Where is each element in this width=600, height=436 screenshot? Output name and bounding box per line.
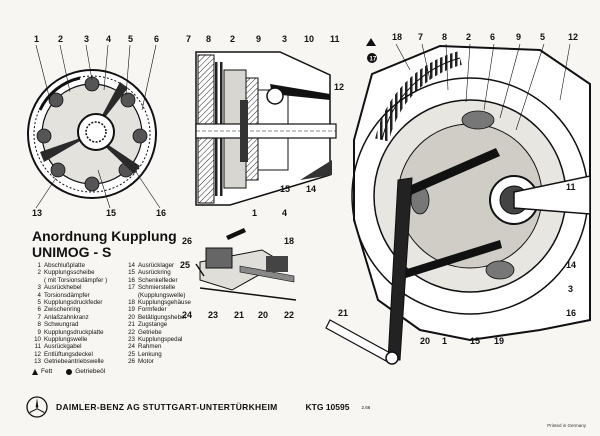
callout-cut-2: 2 [466,32,471,42]
callout-cut-12: 12 [568,32,578,42]
ktg-number: KTG 10595 [305,402,350,412]
callout-section-12: 12 [334,82,344,92]
callout-cut-16: 16 [566,308,576,318]
callout-pedal-20: 20 [258,310,268,320]
callout-section-9: 9 [256,34,261,44]
company-name: DAIMLER-BENZ AG STUTTGART-UNTERTÜRKHEIM [56,402,278,412]
oel-marker: Getriebeöl [66,368,105,375]
diagram-title: Anordnung Kupplung UNIMOG - S [32,228,177,260]
callout-section-15: 15 [280,184,290,194]
callout-front-13: 13 [32,208,42,218]
callout-pedal-22: 22 [284,310,294,320]
callout-pedal-18: 18 [284,236,294,246]
section-view [195,51,337,206]
callout-section-1: 1 [252,208,257,218]
callout-cut-7: 7 [418,32,423,42]
callout-cut-19: 19 [494,336,504,346]
callout-pedal-23: 23 [208,310,218,320]
callout-section-10: 10 [304,34,314,44]
callout-pedal-25: 25 [180,260,190,270]
mercedes-star-icon [26,396,48,418]
callout-section-2: 2 [230,34,235,44]
callout-cut-1: 1 [442,336,447,346]
title-line-2: UNIMOG - S [32,244,112,260]
front-view [27,69,157,199]
printed-in-germany: Printed in Germany [547,423,586,428]
cutaway-view: 17 [325,38,591,365]
pedal-view [195,228,297,301]
callout-front-2: 2 [58,34,63,44]
legend-item: (Kupplungswelle) [138,291,186,299]
callout-cut-9: 9 [516,32,521,42]
callout-pedal-21: 21 [234,310,244,320]
callout-cut-21: 21 [338,308,348,318]
callout-labels: 1 2 3 4 5 6 13 15 16 7 8 2 9 3 10 11 12 … [32,32,578,346]
callout-front-6: 6 [154,34,159,44]
callout-section-11: 11 [330,34,340,44]
dot-icon [66,368,73,375]
callout-section-14: 14 [306,184,316,194]
callout-cut-11: 11 [566,182,576,192]
footer: DAIMLER-BENZ AG STUTTGART-UNTERTÜRKHEIM … [26,396,370,418]
callout-section-3: 3 [282,34,287,44]
callout-front-15: 15 [106,208,116,218]
callout-cut-14: 14 [566,260,576,270]
callout-cut-5: 5 [540,32,545,42]
callout-front-1: 1 [34,34,39,44]
callout-section-4: 4 [282,208,287,218]
callout-cut-15: 15 [470,336,480,346]
ktg-date: 2.66 [361,404,371,410]
callout-front-5: 5 [128,34,133,44]
callout-section-7: 7 [186,34,191,44]
callout-front-16: 16 [156,208,166,218]
callout-pedal-26: 26 [182,236,192,246]
triangle-icon [32,368,38,375]
callout-front-3: 3 [84,34,89,44]
callout-cut-18: 18 [392,32,402,42]
callout-section-8: 8 [206,34,211,44]
title-line-1: Anordnung Kupplung [32,228,177,244]
svg-text:17: 17 [370,57,377,63]
callout-cut-20: 20 [420,336,430,346]
callout-pedal-24: 24 [182,310,192,320]
fett-marker: Fett [32,368,52,375]
callout-cut-6: 6 [490,32,495,42]
callout-cut-3: 3 [568,284,573,294]
lubrication-key: Fett Getriebeöl [32,368,105,375]
leader-lines [35,43,571,209]
callout-cut-8: 8 [442,32,447,42]
callout-front-4: 4 [106,34,111,44]
legend-item: ( mit Torsionsdämpfer ) [44,276,108,284]
